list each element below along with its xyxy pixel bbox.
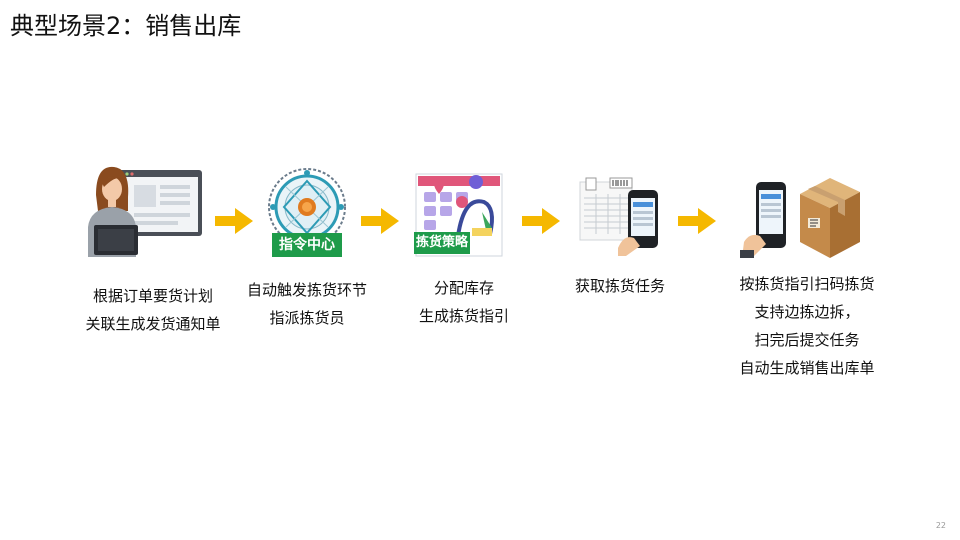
caption-line: 支持边拣边拆，	[754, 303, 860, 321]
caption-line: 获取拣货任务	[574, 277, 665, 295]
caption-line: 按拣货指引扫码拣货	[739, 275, 875, 293]
command-center-badge: 指令中心	[272, 233, 342, 257]
step-2-caption: 自动触发拣货环节 指派拣货员	[228, 276, 386, 332]
caption-line: 根据订单要货计划	[92, 287, 213, 305]
caption-line: 自动触发拣货环节	[246, 281, 367, 299]
flow-arrow-1	[215, 208, 253, 234]
picking-strategy-icon: 拣货策略	[414, 172, 504, 258]
step-3-caption: 分配库存 生成拣货指引	[398, 274, 530, 330]
caption-line: 指派拣货员	[269, 309, 345, 327]
picking-strategy-badge: 拣货策略	[414, 232, 470, 254]
caption-line: 生成拣货指引	[418, 307, 509, 325]
caption-line: 自动生成销售出库单	[739, 359, 875, 377]
caption-line: 关联生成发货通知单	[85, 315, 221, 333]
flow-arrow-2	[361, 208, 399, 234]
step-1-caption: 根据订单要货计划 关联生成发货通知单	[70, 282, 236, 338]
flow-arrow-4	[678, 208, 716, 234]
page-number: 22	[935, 521, 946, 530]
page-title: 典型场景2：销售出库	[10, 12, 242, 40]
step-4-caption: 获取拣货任务	[558, 272, 682, 300]
step-5-caption: 按拣货指引扫码拣货 支持边拣边拆， 扫完后提交任务 自动生成销售出库单	[718, 270, 896, 382]
caption-line: 分配库存	[433, 279, 494, 297]
scan-package-icon	[738, 172, 864, 260]
caption-line: 扫完后提交任务	[754, 331, 860, 349]
flow-arrow-3	[522, 208, 560, 234]
handheld-scanner-icon	[578, 176, 662, 258]
person-laptop-icon	[84, 165, 204, 260]
command-center-icon: 指令中心	[262, 167, 352, 259]
